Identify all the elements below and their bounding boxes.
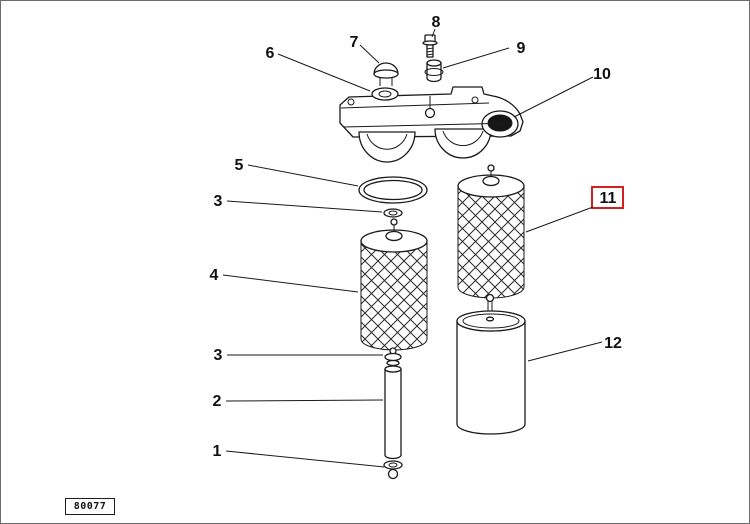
callout-11[interactable]: 11	[525, 186, 624, 233]
callout-10-label[interactable]: 10	[593, 66, 611, 83]
callout-9-label[interactable]: 9	[517, 40, 526, 57]
highlight-box	[591, 186, 624, 209]
part-washer-lower	[384, 347, 402, 367]
part-washer-upper	[383, 208, 403, 218]
callout-5-label[interactable]: 5	[235, 157, 244, 174]
part-code: 80077	[73, 501, 107, 512]
callout-5[interactable]: 5	[235, 157, 359, 187]
callout-4[interactable]: 4	[210, 267, 359, 293]
part-filter-element-right	[457, 164, 525, 299]
part-code-badge: 80077	[65, 498, 115, 515]
callout-6-label[interactable]: 6	[266, 45, 275, 62]
callout-7-label[interactable]: 7	[350, 34, 359, 51]
callout-4-label[interactable]: 4	[210, 267, 219, 284]
callout-1[interactable]: 1	[213, 443, 385, 468]
part-bottom-fitting	[383, 460, 403, 480]
callout-11-label[interactable]: 11	[600, 190, 617, 207]
callout-3-upper-label[interactable]: 3	[214, 193, 223, 210]
part-canister	[456, 293, 526, 435]
part-cap	[373, 62, 399, 86]
callout-12-label[interactable]: 12	[604, 335, 622, 352]
callout-9[interactable]: 9	[442, 40, 526, 69]
callout-2[interactable]: 2	[213, 393, 384, 410]
callout-8[interactable]: 8	[431, 14, 441, 38]
part-oring	[358, 176, 428, 204]
callout-7[interactable]: 7	[350, 34, 380, 64]
callout-3-lower-label[interactable]: 3	[214, 347, 223, 364]
callout-2-label[interactable]: 2	[213, 393, 222, 410]
part-bolt	[422, 34, 438, 58]
callout-10[interactable]: 10	[513, 66, 611, 118]
callout-8-label[interactable]: 8	[432, 14, 441, 31]
callout-12[interactable]: 12	[527, 335, 622, 362]
part-grommet	[371, 87, 399, 101]
part-bracket-head	[339, 86, 524, 163]
callout-3-upper[interactable]: 3	[214, 193, 383, 213]
callout-3-lower[interactable]: 3	[214, 347, 383, 364]
callout-1-label[interactable]: 1	[213, 443, 222, 460]
part-fitting	[424, 59, 444, 83]
part-filter-element-left	[360, 218, 428, 351]
part-center-tube	[384, 365, 402, 460]
callout-6[interactable]: 6	[266, 45, 371, 92]
